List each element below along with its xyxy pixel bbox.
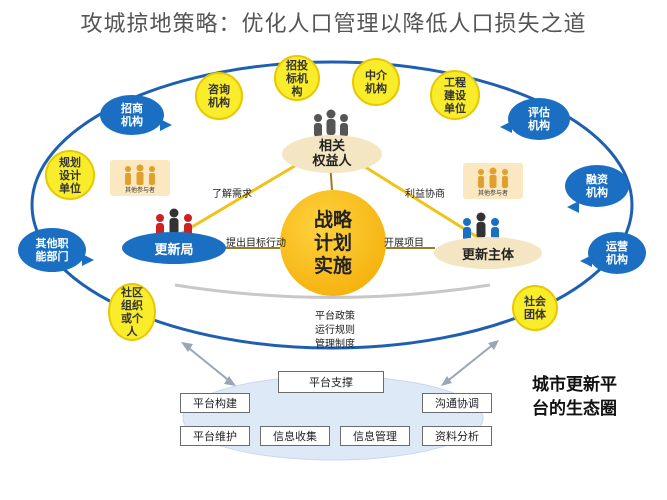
box-info-collect: 信息收集 [260, 426, 330, 446]
people-card-right: 其他参与者 [463, 163, 523, 199]
node-stakeholder: 相关 权益人 [282, 135, 382, 173]
ecosystem-label: 城市更新平 台的生态圈 [532, 375, 617, 419]
node-gongcheng: 工程 建设 单位 [430, 70, 480, 120]
bubble-yunying: 运营 机构 [580, 232, 646, 274]
subject-people-icon [463, 212, 499, 241]
box-info-manage: 信息管理 [340, 426, 410, 446]
edge-label-understand: 了解需求 [212, 189, 252, 200]
box-data-analyze: 资料分析 [422, 426, 492, 446]
bubble-zhaoshang: 招商 机构 [100, 95, 172, 135]
bubble-rongzi: 融资 机构 [565, 165, 629, 213]
policy-line: 管理制度 [315, 339, 355, 350]
box-communicate: 沟通协调 [422, 393, 492, 413]
page-title: 攻城掠地策略：优化人口管理以降低人口损失之道 [80, 12, 587, 37]
box-platform-support: 平台支撑 [278, 371, 384, 393]
bubble-pinggu: 评估 机构 [500, 98, 570, 140]
people-card-right-icon [478, 167, 508, 188]
people-card-right-caption: 其他参与者 [477, 190, 508, 197]
arrow-right-head-bottom [441, 376, 452, 386]
edge-label-interest: 利益协商 [405, 189, 445, 200]
ecosystem-ring [30, 60, 634, 350]
policy-line: 平台政策 [315, 311, 355, 322]
node-zixun: 咨询 机构 [195, 72, 243, 120]
arrow-left-head-bottom [224, 376, 236, 386]
node-guihua: 规划 设计 单位 [45, 150, 95, 200]
node-renewal-subject: 更新主体 [434, 237, 542, 269]
node-shequzuzhi: 社区 组织 或个 人 [108, 283, 156, 341]
people-card-left: 其他参与者 [110, 160, 170, 196]
edge-label-goals: 提出目标行动 [226, 238, 286, 249]
policy-text: 平台政策 运行规则 管理制度 [290, 310, 380, 352]
node-zhaotou: 招投 标机 构 [274, 55, 320, 101]
people-card-left-caption: 其他参与者 [124, 187, 155, 194]
node-renewal-bureau: 更新局 [122, 232, 226, 264]
arrow-left-head-top [181, 342, 193, 352]
policy-line: 运行规则 [315, 325, 355, 336]
people-card-left-icon [125, 164, 155, 185]
node-zhongjie: 中介 机构 [352, 58, 400, 106]
center-strategy: 战略 计划 实施 [280, 190, 386, 296]
box-platform-maintain: 平台维护 [180, 426, 250, 446]
grey-arc [174, 283, 491, 299]
arrow-left [184, 344, 233, 384]
arrow-right-head-top [488, 340, 499, 350]
arrow-right [444, 342, 496, 384]
bubble-qitazhineng: 其他职 能部门 [18, 228, 94, 272]
box-platform-build: 平台构建 [180, 393, 250, 413]
stakeholder-people-icon [314, 109, 348, 137]
node-shehuituanti: 社会 团体 [512, 285, 558, 331]
edge-label-projects: 开展项目 [384, 238, 424, 249]
